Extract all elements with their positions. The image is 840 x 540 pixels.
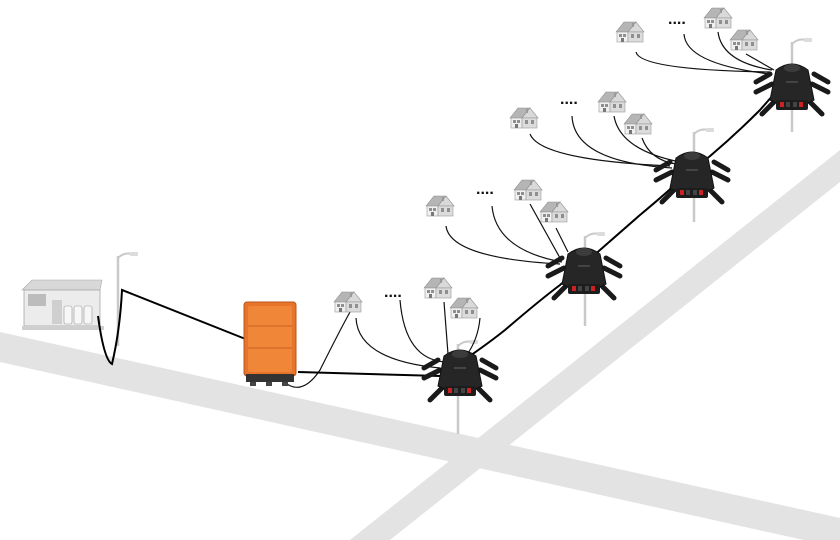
house-icon xyxy=(449,297,479,319)
house-icon xyxy=(333,291,363,313)
house-icon xyxy=(513,179,543,201)
house-icon xyxy=(597,91,627,113)
ellipsis-label: .... xyxy=(384,284,402,301)
house-icon xyxy=(729,29,759,51)
house-icon xyxy=(539,201,569,223)
ellipsis-label: .... xyxy=(476,181,494,198)
central-office-building-icon xyxy=(21,279,104,330)
fiber-distribution-cabinet-icon xyxy=(243,301,297,386)
house-icon xyxy=(509,107,539,129)
road-main xyxy=(0,332,840,540)
road-cross xyxy=(350,150,840,540)
drop-cable xyxy=(279,311,351,388)
ellipsis-label: .... xyxy=(560,91,578,108)
splice-closure-icon xyxy=(424,350,496,400)
house-icon xyxy=(615,21,645,43)
ellipsis-label: .... xyxy=(668,11,686,28)
feeder-cable xyxy=(97,288,249,366)
house-icon xyxy=(423,277,453,299)
house-icon xyxy=(425,195,455,217)
house-icon xyxy=(623,113,653,135)
drop-cables xyxy=(355,31,775,369)
house-icon xyxy=(703,7,733,29)
